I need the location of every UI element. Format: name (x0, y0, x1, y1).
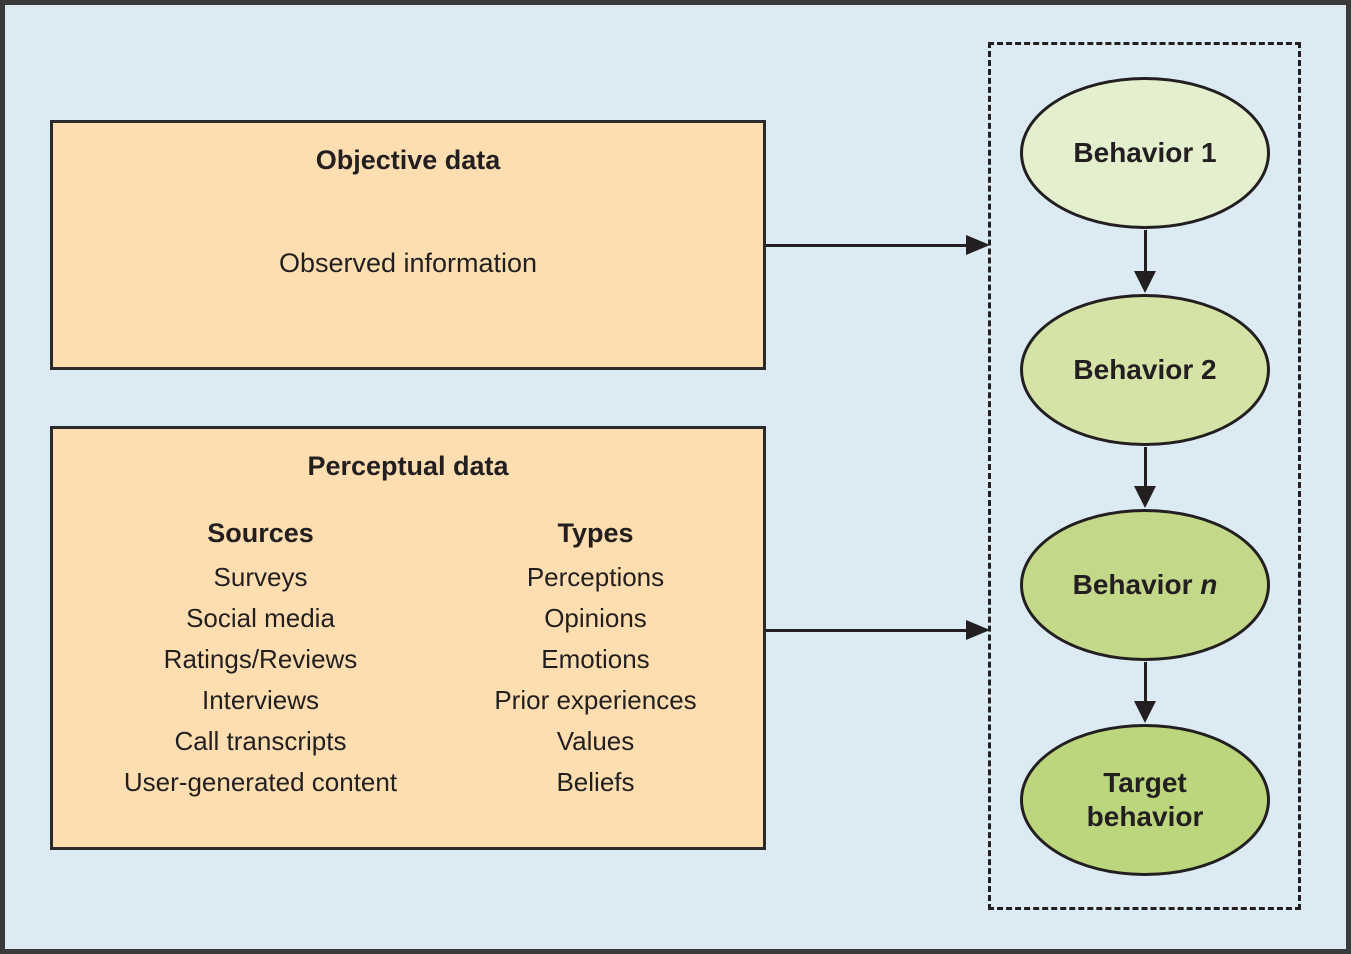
source-item: Call transcripts (174, 726, 347, 756)
arrow-shaft (766, 243, 966, 247)
objective-data-title: Objective data (315, 145, 501, 175)
arrow-head-icon (1134, 486, 1156, 508)
type-item: Beliefs (556, 767, 635, 797)
arrow-shaft (1143, 662, 1147, 701)
type-item: Perceptions (526, 562, 665, 592)
perceptual-data-box: Perceptual data Sources Surveys Social m… (50, 426, 766, 850)
arrow-perceptual-to-behaviors (766, 620, 990, 640)
ellipse-behavior-2: Behavior 2 (1020, 294, 1270, 446)
behaviors-dashed-container (988, 42, 1301, 910)
ellipse-behavior-n: Behavior n (1020, 509, 1270, 661)
type-item: Emotions (541, 644, 650, 674)
arrow-behavior1-to-behavior2 (1134, 230, 1156, 293)
arrow-shaft (766, 628, 966, 632)
sources-header: Sources (207, 518, 314, 548)
source-item: Surveys (213, 562, 308, 592)
source-item: Ratings/Reviews (163, 644, 358, 674)
arrow-head-icon (1134, 701, 1156, 723)
arrow-head-icon (966, 235, 990, 255)
types-column: Types Perceptions Opinions Emotions Prio… (428, 518, 763, 803)
source-item: Interviews (201, 685, 320, 715)
behavior-n-label: Behavior n (1072, 569, 1218, 600)
ellipse-target-behavior: Target behavior (1020, 724, 1270, 876)
target-behavior-label: Target behavior (1086, 767, 1204, 832)
behavior-1-label: Behavior 1 (1073, 137, 1217, 168)
sources-column: Sources Surveys Social media Ratings/Rev… (93, 518, 428, 803)
perceptual-columns: Sources Surveys Social media Ratings/Rev… (53, 518, 763, 803)
behavior-2-label: Behavior 2 (1073, 354, 1217, 385)
arrow-behavior2-to-behaviorn (1134, 447, 1156, 508)
behavior-n-italic: n (1200, 569, 1218, 600)
arrow-behaviorn-to-target (1134, 662, 1156, 723)
objective-data-content: Observed information (278, 248, 538, 278)
type-item: Prior experiences (494, 685, 697, 715)
types-header: Types (557, 518, 634, 548)
objective-data-box: Objective data Observed information (50, 120, 766, 370)
perceptual-data-title: Perceptual data (307, 451, 509, 481)
arrow-shaft (1143, 447, 1147, 486)
arrow-objective-to-behaviors (766, 235, 990, 255)
type-item: Opinions (544, 603, 647, 633)
diagram-canvas: Objective data Observed information Perc… (5, 5, 1346, 949)
ellipse-behavior-1: Behavior 1 (1020, 77, 1270, 229)
arrow-shaft (1143, 230, 1147, 271)
source-item: User-generated content (123, 767, 398, 797)
arrow-head-icon (966, 620, 990, 640)
arrow-head-icon (1134, 271, 1156, 293)
type-item: Values (556, 726, 635, 756)
source-item: Social media (186, 603, 335, 633)
